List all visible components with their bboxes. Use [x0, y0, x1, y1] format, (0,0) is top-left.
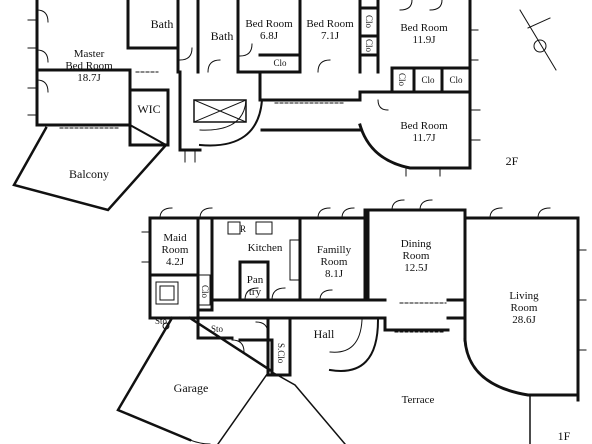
room-label-bedroom-117: Bed Room 11.7J	[400, 120, 448, 144]
closet-label-1: Clo	[273, 58, 287, 68]
room-label-maid-room: Maid Room 4.2J	[161, 232, 189, 268]
closet-label-4: Clo	[397, 73, 407, 87]
room-label-kitchen: Kitchen	[247, 242, 283, 254]
lower-floor-openings	[141, 199, 587, 444]
storage-label-1: Sto	[154, 316, 167, 326]
room-label-pantry: Pan try	[246, 274, 264, 298]
room-label-terrace: Terrace	[401, 394, 435, 406]
room-name: Master Bed Room	[65, 48, 113, 72]
room-label-living-room: Living Room 28.6J	[509, 290, 539, 326]
room-label-hall: Hall	[313, 327, 335, 341]
closet-label-2: Clo	[364, 15, 374, 29]
room-label-balcony: Balcony	[69, 167, 109, 181]
room-label-master-bedroom: Master Bed Room 18.7J	[54, 48, 124, 84]
room-label-bedroom-71: Bed Room 7.1J	[306, 18, 354, 42]
label-refrigerator: R	[239, 224, 246, 234]
floor-label-2f: 2F	[505, 154, 519, 168]
lower-floor-walls	[116, 208, 580, 442]
closet-label-6: Clo	[449, 75, 463, 85]
closet-label-1f: Clo	[200, 285, 210, 299]
room-label-bath-1: Bath	[150, 17, 174, 31]
room-label-garage: Garage	[173, 381, 209, 395]
room-label-dining-room: Dining Room 12.5J	[400, 238, 432, 274]
room-size: 18.7J	[77, 72, 101, 84]
floor-label-1f: 1F	[557, 429, 571, 443]
closet-label-5: Clo	[421, 75, 435, 85]
room-label-bath-2: Bath	[210, 29, 234, 43]
upper-floor-walls	[12, 0, 472, 212]
upper-floor-openings	[27, 0, 481, 177]
room-label-bedroom-119: Bed Room 11.9J	[400, 22, 448, 46]
storage-label-2: Sto	[210, 324, 223, 334]
north-arrow-icon	[519, 9, 557, 71]
closet-label-3: Clo	[364, 39, 374, 53]
room-label-family-room: Familly Room 8.1J	[316, 244, 352, 280]
room-label-wic: WIC	[137, 102, 161, 116]
storage-closet-label: S.Clo	[276, 342, 286, 364]
room-label-bedroom-68: Bed Room 6.8J	[245, 18, 293, 42]
